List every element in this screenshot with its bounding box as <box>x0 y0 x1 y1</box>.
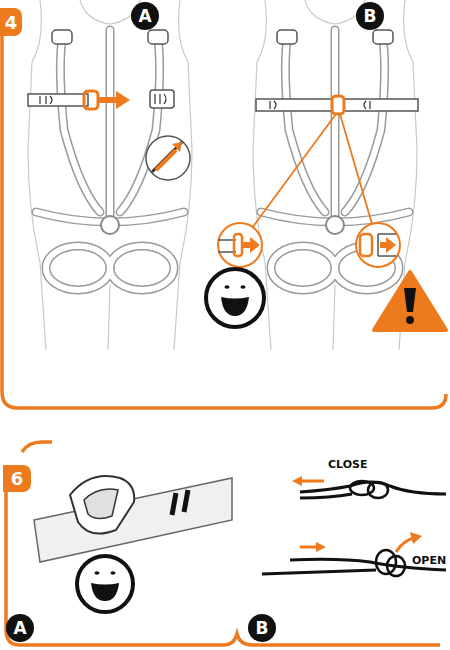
smiley-icon-part <box>77 556 133 612</box>
harness-figure-part <box>155 94 166 104</box>
rope-knot-part <box>376 550 396 574</box>
node-text: 4 <box>5 12 18 33</box>
smiley-icon-part <box>111 571 116 575</box>
warning-triangle-part <box>374 272 446 330</box>
harness-figure-part <box>378 234 396 256</box>
harness-figure-part <box>28 0 192 350</box>
harness-figure-part <box>234 234 242 256</box>
harness-figure-part <box>84 91 98 109</box>
rope-knot-part <box>410 532 422 544</box>
rope-knot-part <box>350 481 374 495</box>
rope-knot-part <box>300 546 318 549</box>
view-letter: B <box>248 614 276 642</box>
node-text: B <box>364 6 377 26</box>
smiley-icon-part <box>221 297 249 316</box>
harness-figure-part <box>356 223 400 267</box>
action-label: OPEN <box>412 554 446 567</box>
rope-knot-part <box>262 570 376 574</box>
harness-figure-part <box>172 142 182 152</box>
section-frame-part <box>22 442 52 452</box>
strap-buckle-part <box>172 490 188 515</box>
node-text: 6 <box>11 468 24 489</box>
harness-figure-part <box>250 237 260 253</box>
harness-figure-part <box>360 234 372 256</box>
harness-figure-part <box>98 97 118 103</box>
rope-knot-part <box>316 542 326 552</box>
harness-figure <box>28 0 192 350</box>
harness-figure-part <box>116 91 130 109</box>
smiley-icon <box>77 556 133 612</box>
harness-figure-part <box>152 142 182 172</box>
harness-figure-part <box>28 94 88 106</box>
harness-figure-part <box>386 237 396 253</box>
strap-buckle <box>34 476 232 562</box>
strap-buckle-part <box>70 476 134 534</box>
rope-knot-part <box>387 556 405 576</box>
harness-figure-part <box>332 96 344 114</box>
action-label: CLOSE <box>328 458 367 471</box>
smiley-icon-part <box>95 571 100 575</box>
harness-figure <box>218 0 418 350</box>
rope-knot <box>262 476 446 576</box>
harness-figure-part <box>342 99 418 111</box>
rope-knot-part <box>292 476 302 486</box>
harness-figure-part <box>256 99 332 111</box>
smiley-icon-part <box>225 285 230 289</box>
harness-figure-part <box>150 90 174 108</box>
rope-knot-part <box>300 494 352 498</box>
view-letter: B <box>356 2 384 30</box>
step-badge: 4 <box>0 8 22 36</box>
warning-triangle-part <box>404 288 416 312</box>
harness-figure-part <box>252 114 372 228</box>
smiley-icon-part <box>241 285 246 289</box>
view-letter: A <box>6 614 34 642</box>
harness-figure-part <box>40 96 52 104</box>
smiley-icon <box>206 269 264 327</box>
harness-figure-part <box>156 150 176 170</box>
harness-figure-part <box>146 136 190 180</box>
smiley-icon-part <box>91 583 119 601</box>
harness-figure-part <box>270 101 370 109</box>
node-text: A <box>138 6 151 26</box>
strap-buckle-part <box>84 489 118 518</box>
rope-knot-part <box>368 482 388 498</box>
rope-knot-part <box>396 538 414 552</box>
view-letter: A <box>131 2 159 30</box>
node-text: A <box>13 618 26 638</box>
node-text: B <box>256 618 269 638</box>
rope-knot-part <box>300 480 324 483</box>
harness-figure-part <box>218 223 262 267</box>
smiley-icon-part <box>206 269 264 327</box>
warning-triangle-part <box>406 316 414 324</box>
warning-triangle <box>374 272 446 330</box>
step-badge: 6 <box>3 465 31 492</box>
